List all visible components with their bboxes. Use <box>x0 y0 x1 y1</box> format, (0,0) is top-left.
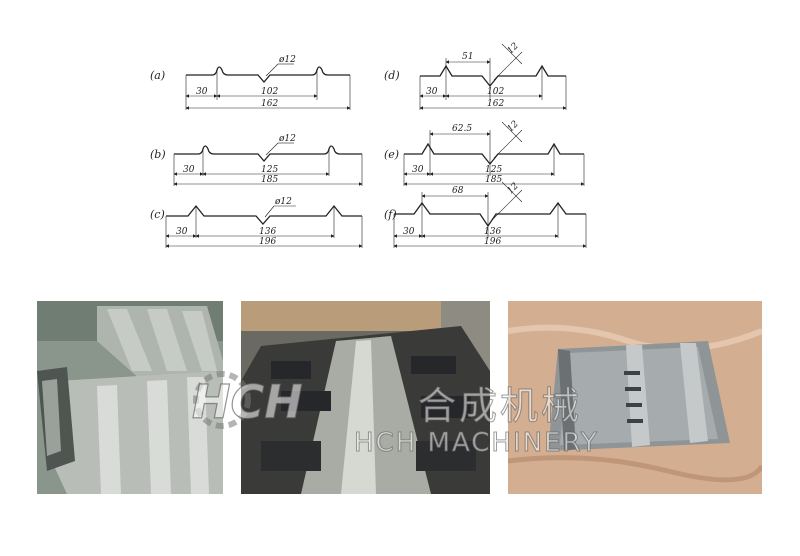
dim-e-62-5: 62.5 <box>452 124 472 134</box>
watermark-chinese: 合成机械 <box>418 384 583 429</box>
profile-b-label: (b) <box>150 148 166 161</box>
callout-e-12: 12 <box>506 119 521 134</box>
machine-illustration <box>241 301 490 494</box>
callout-f-12: 12 <box>506 181 521 196</box>
dim-f-196: 196 <box>484 237 501 247</box>
profile-f: (f) 68 30 136 196 12 <box>384 181 587 248</box>
profile-drawings-svg: (a) 30 102 162 ø12 (b) 30 125 185 ø12 (c <box>150 41 587 248</box>
profile-drawings: (a) 30 102 162 ø12 (b) 30 125 185 ø12 (c <box>150 41 587 248</box>
profile-f-label: (f) <box>384 208 397 221</box>
roll-forming-machine-photo <box>241 301 490 494</box>
callout-b-diameter: ø12 <box>278 134 296 144</box>
dim-f-68: 68 <box>452 186 464 196</box>
dim-b-30: 30 <box>183 165 195 175</box>
dim-e-125: 125 <box>485 165 502 175</box>
dim-c-136: 136 <box>259 227 276 237</box>
panel-illustration <box>508 301 762 494</box>
dim-d-30: 30 <box>426 87 438 97</box>
logo-text: HCH <box>192 375 303 429</box>
dim-a-102: 102 <box>261 87 278 97</box>
dim-b-125: 125 <box>261 165 278 175</box>
profile-c: (c) 30 136 196 ø12 <box>150 197 363 248</box>
callout-c-diameter: ø12 <box>274 197 292 207</box>
profile-d: (d) 51 30 102 162 12 <box>384 41 567 110</box>
profile-a-label: (a) <box>150 69 165 82</box>
dim-d-51: 51 <box>462 52 473 62</box>
dim-e-30: 30 <box>412 165 424 175</box>
profile-e: (e) 62.5 30 125 185 12 <box>384 119 585 186</box>
dim-f-136: 136 <box>484 227 501 237</box>
watermark-english: HCH MACHINERY <box>354 428 599 459</box>
dim-a-30: 30 <box>196 87 208 97</box>
dim-a-162: 162 <box>261 99 278 109</box>
dim-b-185: 185 <box>261 175 278 185</box>
stacked-steel-panels-photo <box>37 301 223 494</box>
callout-d-12: 12 <box>506 41 521 56</box>
dim-d-162: 162 <box>487 99 504 109</box>
dim-c-196: 196 <box>259 237 276 247</box>
stacked-panels-illustration <box>37 301 223 494</box>
dim-c-30: 30 <box>176 227 188 237</box>
dim-d-102: 102 <box>487 87 504 97</box>
profile-d-label: (d) <box>384 69 400 82</box>
profile-a: (a) 30 102 162 ø12 <box>150 55 351 110</box>
profile-e-label: (e) <box>384 148 399 161</box>
hch-logo-watermark: HCH <box>191 371 303 430</box>
dim-e-185: 185 <box>485 175 502 185</box>
finished-panel-photo <box>508 301 762 494</box>
profile-b: (b) 30 125 185 ø12 <box>150 134 363 186</box>
callout-a-diameter: ø12 <box>278 55 296 65</box>
dim-f-30: 30 <box>403 227 415 237</box>
profile-c-label: (c) <box>150 208 165 221</box>
